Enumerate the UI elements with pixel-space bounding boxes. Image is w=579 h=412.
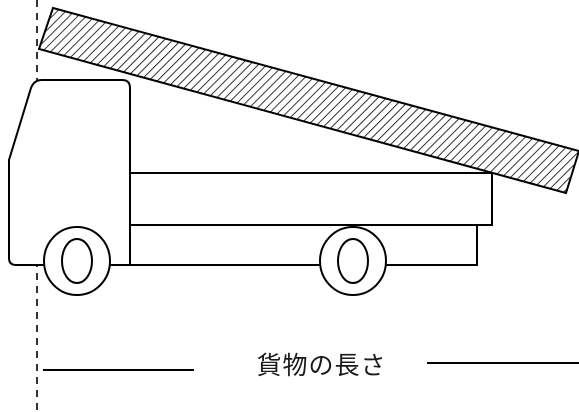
truck-cargo-bed [129, 172, 493, 226]
truck-cab [8, 79, 131, 266]
front-wheel [43, 226, 111, 296]
rear-wheel [319, 226, 387, 296]
cargo-length-label: 貨物の長さ [256, 351, 387, 380]
cargo-hatched-plank [37, 6, 579, 195]
truck-chassis [129, 222, 478, 266]
